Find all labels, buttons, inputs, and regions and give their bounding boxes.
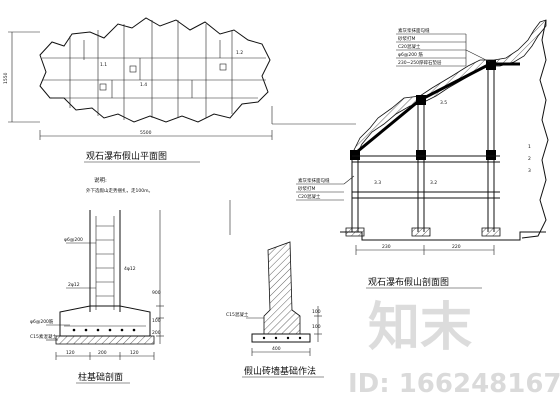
wall-title: 假山砖墙基础作法 <box>244 365 316 377</box>
column-label-5: C15素混凝土 <box>30 333 57 340</box>
wall-label-2: 400 <box>272 346 281 352</box>
wall-dim-1: 100 <box>312 309 321 315</box>
plan-note-line1: 说明: <box>94 176 107 184</box>
plan-view: 1.1 1.4 1.2 1550 5500 观石瀑布假山平面图 说明: 外下选假… <box>3 17 273 194</box>
section-view: 素灰浆抹面勾缝 砂浆打M C20混凝土 φ6@200 筋 230~250厚碎石垫… <box>296 19 549 289</box>
callout-mid-2: 砂浆打M <box>298 185 315 192</box>
plan-grid <box>42 20 266 120</box>
wall-dim-2: 100 <box>312 324 321 330</box>
svg-text:3: 3 <box>528 168 531 174</box>
section-slab <box>351 62 520 158</box>
column-title: 柱基础剖面 <box>78 371 123 383</box>
svg-text:2: 2 <box>528 156 531 162</box>
watermark-id: ID: 166248167 <box>348 369 560 399</box>
column-dim-900: 900 <box>152 290 161 296</box>
column-label-2: 2φ12 <box>68 282 80 288</box>
section-callout-top: 素灰浆抹面勾缝 砂浆打M C20混凝土 φ6@200 筋 230~250厚碎石垫… <box>396 27 491 67</box>
column-dim-1: 120 <box>66 350 75 356</box>
svg-text:1.2: 1.2 <box>236 50 243 56</box>
callout-top-2: 砂浆打M <box>398 35 415 42</box>
svg-text:200: 200 <box>152 330 161 336</box>
column-dim-3: 120 <box>130 350 139 356</box>
plan-rockery-outline <box>39 17 271 123</box>
plan-dim-height: 1550 <box>3 72 9 84</box>
section-dim-left: 230 <box>382 244 391 250</box>
svg-text:100: 100 <box>152 318 161 324</box>
column-label-4: φ6@200筋 <box>30 318 54 325</box>
column-dim-2: 200 <box>98 350 107 356</box>
column-label-3: 4φ12 <box>124 266 136 272</box>
section-callout-mid: 素灰浆抹面勾缝 砂浆打M C20混凝土 <box>296 175 355 201</box>
section-columns <box>350 60 496 232</box>
leader-lines <box>229 106 356 235</box>
svg-text:1.4: 1.4 <box>140 82 147 88</box>
section-tag-1: 3.5 <box>440 100 447 106</box>
svg-text:1: 1 <box>528 144 531 150</box>
plan-title: 观石瀑布假山平面图 <box>86 150 167 162</box>
section-tag-2: 3.2 <box>430 180 437 186</box>
callout-top-4: φ6@200 筋 <box>398 51 423 58</box>
callout-top-3: C20混凝土 <box>398 43 421 50</box>
callout-mid-1: 素灰浆抹面勾缝 <box>298 177 330 184</box>
callout-mid-3: C20混凝土 <box>298 193 321 200</box>
wall-foundation: C15混凝土 100 100 400 假山砖墙基础作法 <box>226 241 324 378</box>
callout-top-5: 230~250厚碎石垫层 <box>398 59 442 66</box>
plan-note-line2: 外下选假山走势捆扎，走100m。 <box>86 187 153 194</box>
svg-text:1.1: 1.1 <box>100 62 107 68</box>
callout-top-1: 素灰浆抹面勾缝 <box>398 27 430 34</box>
section-dim-right: 220 <box>452 244 461 250</box>
wall-label-1: C15混凝土 <box>226 311 249 318</box>
watermark: 知末 ID: 166248167 <box>348 298 560 399</box>
plan-dim-width: 5500 <box>140 130 152 136</box>
watermark-logo: 知末 <box>368 298 472 358</box>
section-tag-3: 3.3 <box>374 180 381 186</box>
column-foundation: φ6@200 2φ12 4φ12 φ6@200筋 C15素混凝土 900 100… <box>30 210 164 384</box>
section-title: 观石瀑布假山剖面图 <box>368 276 449 288</box>
column-label-1: φ6@200 <box>64 237 83 243</box>
